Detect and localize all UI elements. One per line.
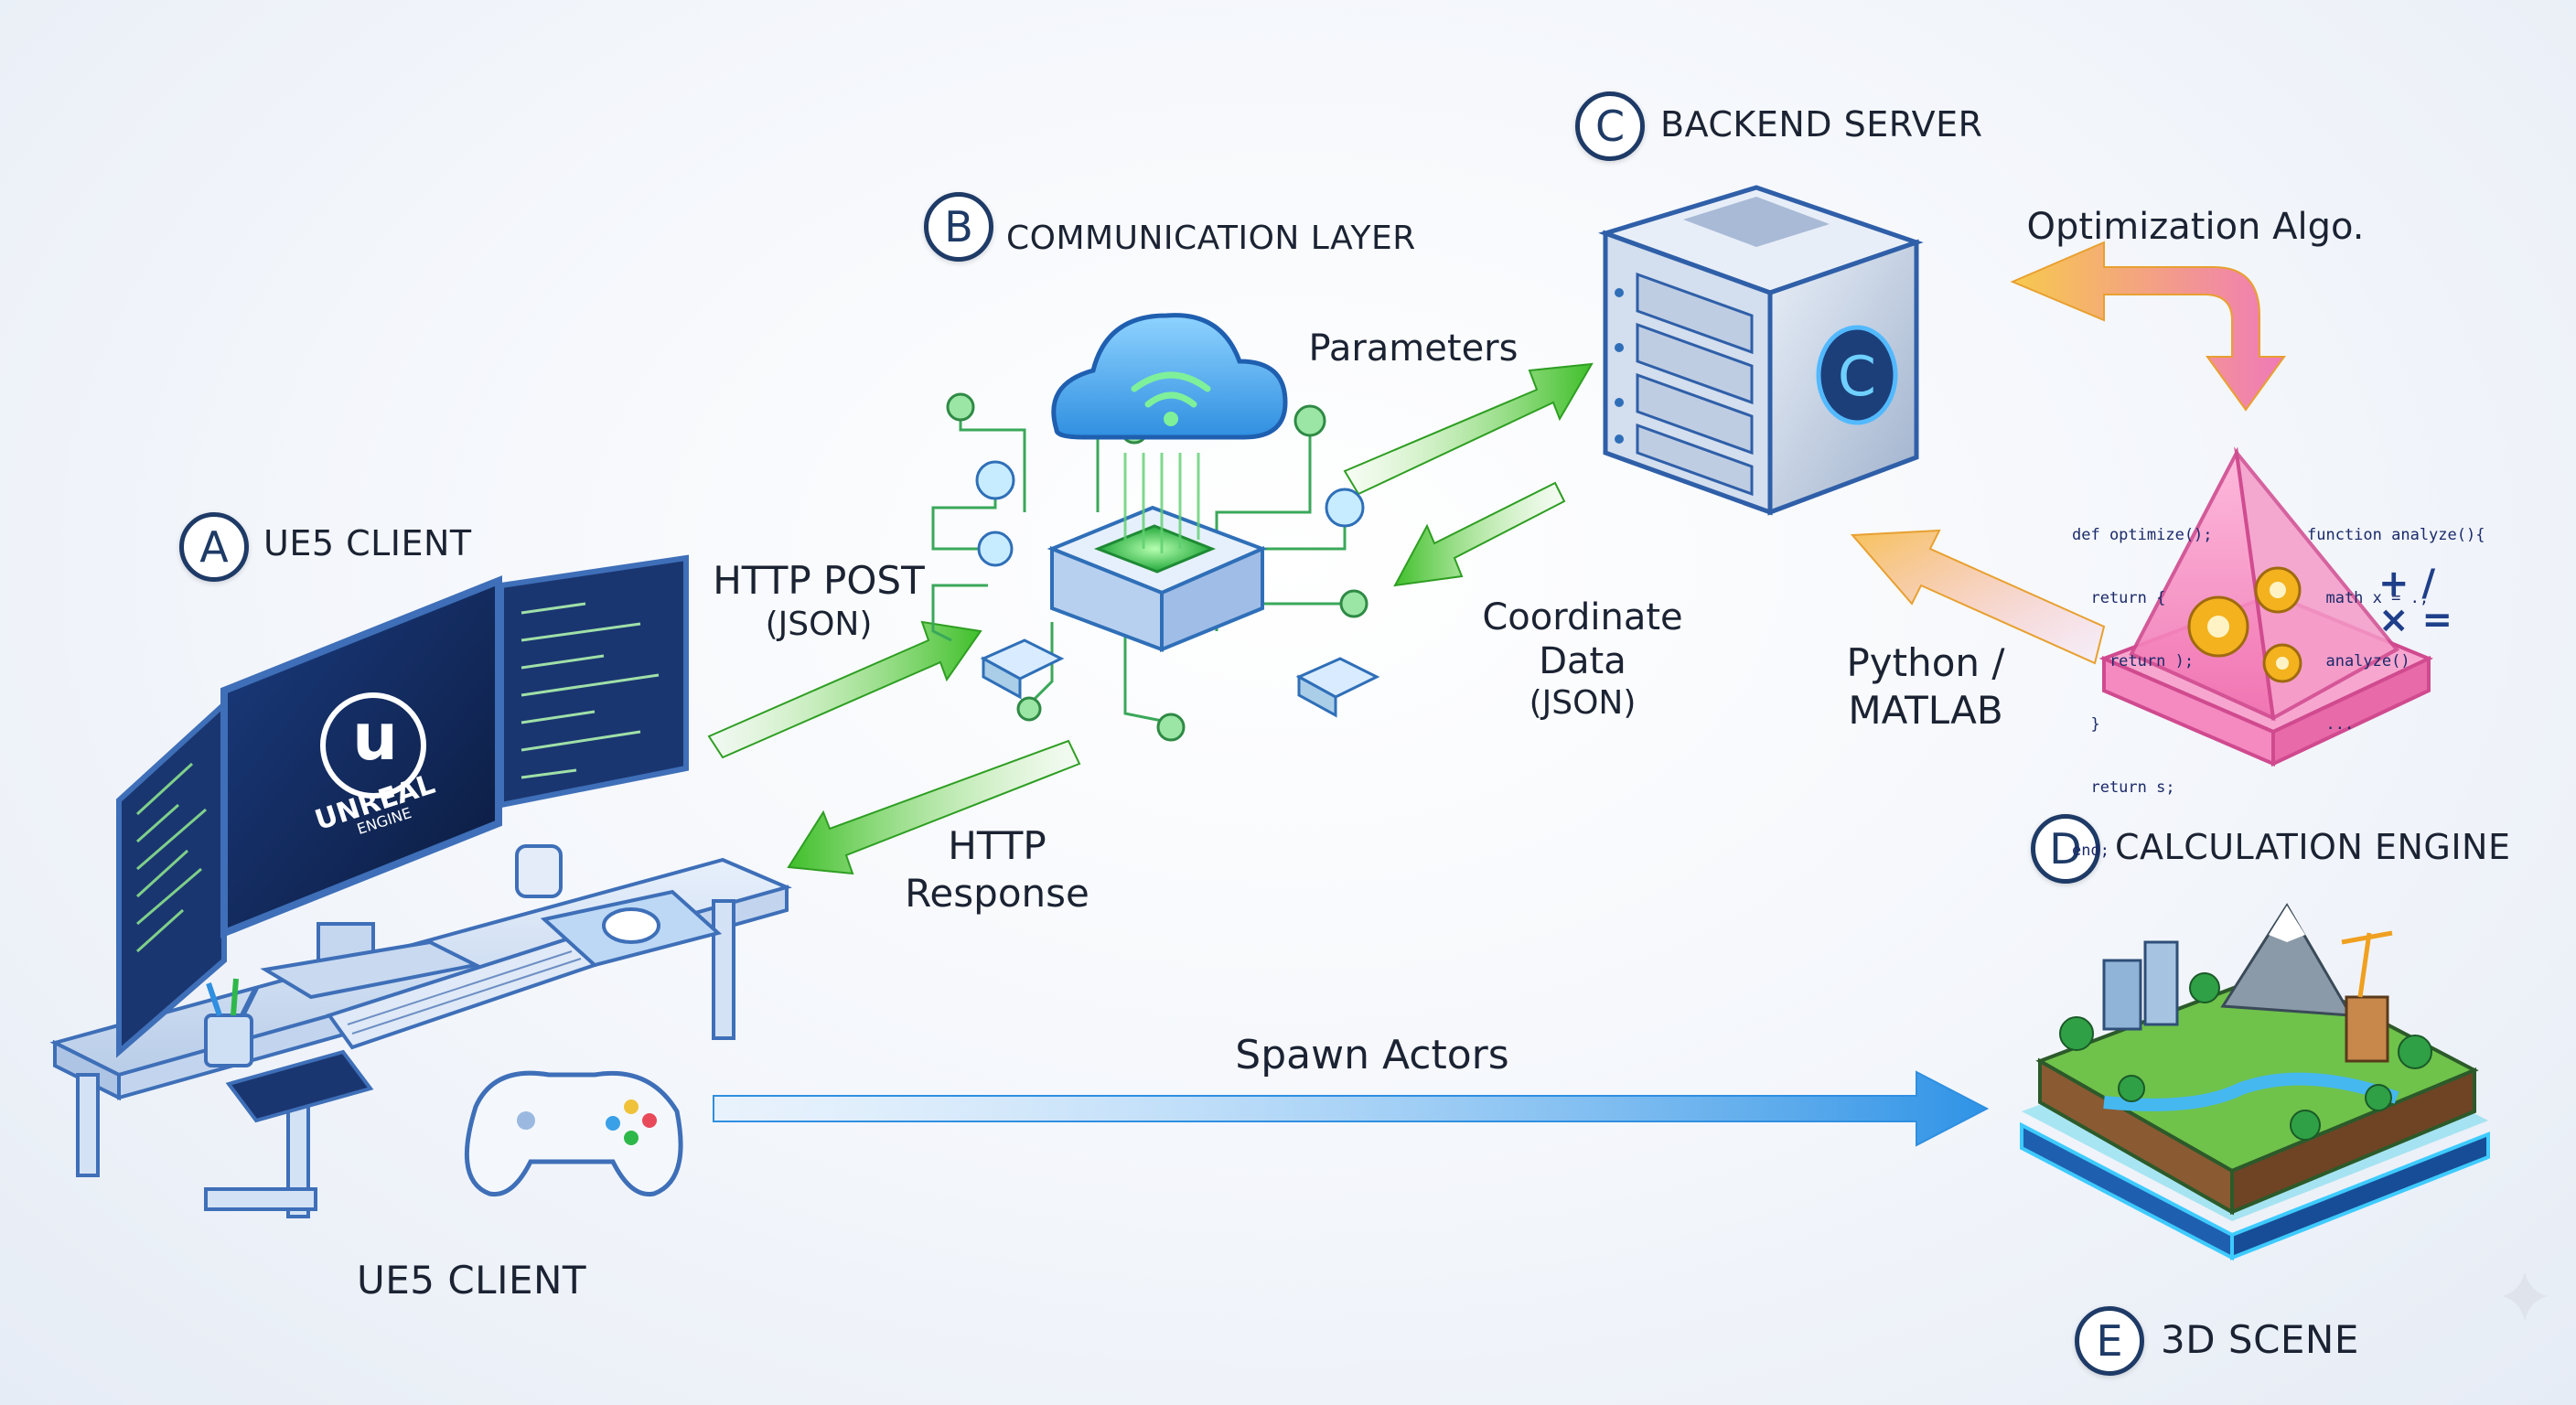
http-response-arrow [787,739,1081,875]
code-line: function analyze(){ [2307,526,2485,544]
server-logo: C [1838,345,1876,409]
http-response-line1: HTTP [948,823,1046,868]
optimization-algo-label: Optimization Algo. [2026,206,2365,248]
http-post-arrow [707,620,982,759]
spawn-actors-arrow [713,1070,1990,1147]
optimization-algo-arrow [2010,241,2286,412]
math-operators-icon-2: × = [2378,599,2453,641]
code-line: analyze() [2307,652,2410,670]
code-line: end; [2072,842,2109,860]
code-line: math x = .; [2307,589,2430,607]
coordinate-sub: (JSON) [1529,684,1637,722]
unreal-logo-letter: u [352,700,398,775]
3d-scene-illustration [2020,903,2490,1261]
backend-server-illustration: C [1598,185,1924,516]
code-line: def optimize(); [2072,526,2213,544]
coordinate-line2: Data [1539,640,1626,682]
http-post-label: HTTP POST [713,558,925,603]
code-line: } [2072,715,2100,734]
section-d-badge: D [2031,814,2100,884]
code-line: return { [2072,589,2166,607]
python-matlab-arrow [1850,529,2106,665]
parameters-arrow [1343,362,1594,496]
coordinate-data-arrow [1393,481,1566,587]
parameters-label: Parameters [1308,327,1519,370]
code-snippet-left: def optimize(); return { return ); } ret… [2072,483,2213,883]
section-a-badge: A [179,512,249,582]
python-matlab-line1: Python / [1846,640,2005,685]
sparkle-icon [2502,1271,2548,1321]
section-c-title: BACKEND SERVER [1660,104,1983,145]
code-line: return s; [2072,778,2175,797]
spawn-actors-label: Spawn Actors [1235,1032,1509,1078]
code-line: return ); [2072,652,2195,670]
calculation-engine-illustration [2098,446,2433,767]
section-a-title: UE5 CLIENT [263,523,472,563]
section-c-badge: C [1575,91,1645,161]
section-e-title: 3D SCENE [2161,1317,2359,1362]
python-matlab-line2: MATLAB [1848,688,2003,733]
ue5-client-caption: UE5 CLIENT [357,1258,587,1303]
code-snippet-right: function analyze(){ math x = .; analyze(… [2307,483,2485,756]
math-operators-icon: + / [2378,563,2436,605]
section-b-title: COMMUNICATION LAYER [1006,220,1416,257]
coordinate-line1: Coordinate [1482,596,1683,638]
code-line: ... [2307,715,2355,734]
http-post-sub: (JSON) [765,606,873,643]
section-e-badge: E [2075,1306,2144,1376]
http-response-line2: Response [905,871,1089,916]
ue5-client-illustration [49,554,792,1218]
section-b-badge: B [924,192,993,262]
section-d-title: CALCULATION ENGINE [2115,827,2511,867]
communication-layer-illustration [931,313,1380,742]
